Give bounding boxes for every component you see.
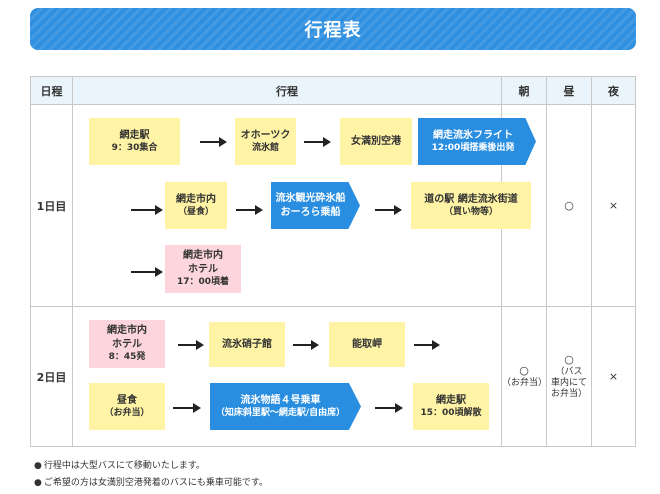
stop-memanbetsu-airport: 女満別空港 xyxy=(340,118,412,165)
note-line-1: ●行程中は大型バスにて移動いたします。 xyxy=(34,461,205,471)
stop-notoro-cape: 能取岬 xyxy=(329,322,405,367)
stop-ryuhyo-flight: 網走流氷フライト 12:00頃搭乗後出発 xyxy=(418,118,536,165)
day1-lunch: ○ xyxy=(546,104,592,307)
arrow-icon xyxy=(375,403,403,413)
day2-label: 2日目 xyxy=(30,306,73,447)
day1-dinner: × xyxy=(591,104,636,307)
header-dinner: 夜 xyxy=(591,76,636,105)
stop-lunch-bento: 昼食 （お弁当） xyxy=(89,383,165,430)
day2-itinerary: 網走市内 ホテル 8：45発 流氷硝子館 能取岬 昼食 （お弁当） xyxy=(72,306,502,447)
arrow-icon xyxy=(236,205,263,215)
arrow-icon xyxy=(178,340,204,350)
note-line-2: ●ご希望の方は女満別空港発着のバスにも乗車可能です。 xyxy=(34,478,268,488)
stop-abashiri-hotel-arrival: 網走市内 ホテル 17：00頃着 xyxy=(165,245,241,293)
stop-ryuhyo-glass: 流氷硝子館 xyxy=(209,322,285,367)
itinerary-table: 日程 行程 朝 昼 夜 1日目 網走駅 9：30集合 オホーツク 流氷館 xyxy=(30,76,636,447)
stop-icebreaker-aurora: 流氷観光砕氷船 おーろら乗船 xyxy=(271,182,360,229)
stop-abashiri-station: 網走駅 9：30集合 xyxy=(89,118,180,165)
header-lunch: 昼 xyxy=(546,76,592,105)
stop-ryuhyo-monogatari: 流氷物語４号乗車 （知床斜里駅～網走駅/自由席） xyxy=(210,383,361,430)
day2-dinner: × xyxy=(591,306,636,447)
header-day: 日程 xyxy=(30,76,73,105)
day1-label: 1日目 xyxy=(30,104,73,307)
stop-okhotsk-ryuhyokan: オホーツク 流氷館 xyxy=(235,118,296,165)
arrow-icon xyxy=(173,403,201,413)
stop-michinoeki: 道の駅 網走流氷街道 （買い物等） xyxy=(411,182,531,229)
stop-abashiri-hotel-departure: 網走市内 ホテル 8：45発 xyxy=(89,320,165,368)
stop-abashiri-city-lunch: 網走市内 （昼食） xyxy=(165,182,227,229)
arrow-icon xyxy=(375,205,402,215)
header-breakfast: 朝 xyxy=(501,76,547,105)
arrow-icon xyxy=(304,137,331,147)
day2-row: 2日目 網走市内 ホテル 8：45発 流氷硝子館 能取岬 xyxy=(30,306,636,447)
arrow-icon xyxy=(131,267,163,277)
day1-itinerary: 網走駅 9：30集合 オホーツク 流氷館 女満別空港 網走流氷フライト 12:0… xyxy=(72,104,536,307)
arrow-icon xyxy=(200,137,227,147)
arrow-icon xyxy=(293,340,319,350)
arrow-icon xyxy=(414,340,440,350)
day2-lunch: ○ （バス 車内にて お弁当） xyxy=(546,306,592,447)
day2-breakfast: ○ （お弁当） xyxy=(501,306,547,447)
page-title: 行程表 xyxy=(30,8,636,50)
notes: ●行程中は大型バスにて移動いたします。 ●ご希望の方は女満別空港発着のバスにも乗… xyxy=(34,458,268,492)
header-itinerary: 行程 xyxy=(72,76,502,105)
stop-abashiri-station-dismissal: 網走駅 15：00頃解散 xyxy=(413,383,489,430)
day1-row: 1日目 網走駅 9：30集合 オホーツク 流氷館 女満別空港 網走流氷フライト xyxy=(30,104,636,307)
arrow-icon xyxy=(131,205,163,215)
